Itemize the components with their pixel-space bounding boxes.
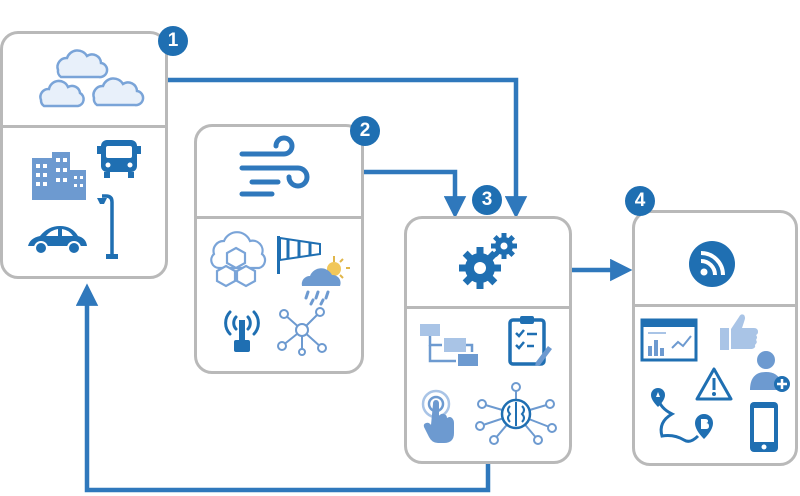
arrow-1-to-3 [165,77,528,219]
route-icon [651,388,713,443]
node-network-icon [277,307,327,356]
step-4-badge: 4 [625,186,655,216]
gears-icon [459,233,517,289]
step-3-badge: 3 [472,185,502,215]
windsock-icon [277,236,321,274]
dashboard-icon [640,318,698,362]
add-user-icon [750,351,790,392]
flowchart-icon [420,324,478,366]
warning-icon [695,367,733,401]
step-2-badge: 2 [350,116,380,146]
car-icon [28,226,87,255]
antenna-icon [224,310,260,352]
buildings-icon [32,152,86,200]
panel-divider [635,304,795,307]
smartphone-icon [750,402,778,452]
arrow-2-to-3 [362,169,467,219]
step-1-badge: 1 [158,26,188,56]
weather-cloud-sun-icon [301,256,350,306]
touch-icon [421,389,454,443]
brain-network-icon [475,382,557,445]
panel-divider [407,306,569,309]
cubes-network-icon [210,231,267,288]
cloud-icon [39,49,145,108]
panel-divider [3,125,165,128]
bus-icon [97,140,141,178]
thumbs-up-icon [720,314,758,350]
wind-icon [239,135,310,197]
rss-icon [689,241,735,287]
panel-divider [197,216,361,219]
arrow-3-to-1 [75,283,491,493]
street-lamp-icon [97,194,118,259]
clipboard-icon [508,316,552,366]
